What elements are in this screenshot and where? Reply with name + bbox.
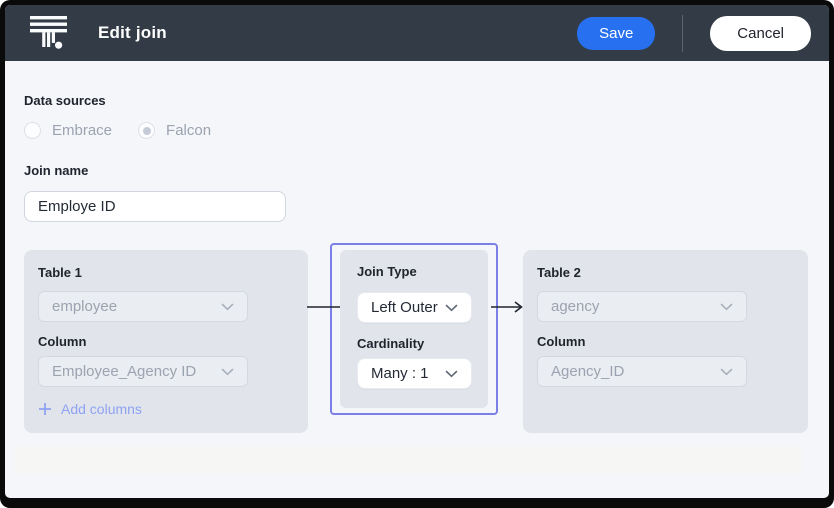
radio-selected-dot (142, 126, 151, 135)
table2-panel: Table 2 agency Column Agency_ID (523, 250, 808, 433)
save-button[interactable]: Save (577, 16, 656, 50)
join-type-value: Left Outer (371, 299, 438, 316)
add-columns-label: Add columns (61, 401, 142, 417)
join-connector-arrow (491, 301, 523, 313)
table1-select: employee (38, 291, 248, 322)
chevron-down-icon (445, 304, 458, 311)
cardinality-label: Cardinality (357, 336, 425, 351)
add-columns-link[interactable]: Add columns (38, 401, 142, 417)
chevron-down-icon (720, 303, 733, 310)
chevron-down-icon (221, 368, 234, 375)
table2-column-label: Column (537, 334, 586, 349)
join-name-input[interactable] (24, 191, 286, 222)
header-divider (682, 14, 684, 52)
header-bar: Edit join Save Cancel (5, 5, 829, 61)
plus-icon (39, 403, 51, 415)
cancel-button[interactable]: Cancel (710, 15, 811, 51)
data-sources-label: Data sources (24, 93, 106, 108)
thoughtspot-logo (30, 15, 67, 49)
cardinality-value: Many : 1 (371, 365, 429, 382)
table1-column-value: Employee_Agency ID (52, 363, 197, 380)
page-title: Edit join (98, 23, 167, 42)
radio-falcon: Falcon (138, 122, 211, 139)
chevron-down-icon (720, 368, 733, 375)
table2-column-select: Agency_ID (537, 356, 747, 387)
table2-select: agency (537, 291, 747, 322)
radio-embrace-circle (24, 122, 41, 139)
chevron-down-icon (445, 370, 458, 377)
table1-column-select: Employee_Agency ID (38, 356, 248, 387)
table1-title: Table 1 (38, 265, 82, 280)
table1-panel: Table 1 employee Column Employee_Agency … (24, 250, 308, 433)
join-config-panel: Join Type Left Outer Cardinality Many : … (340, 250, 488, 408)
join-name-label: Join name (24, 163, 89, 178)
radio-falcon-label: Falcon (166, 122, 212, 139)
radio-embrace: Embrace (24, 122, 112, 139)
join-config-highlight: Join Type Left Outer Cardinality Many : … (330, 243, 498, 415)
data-source-radios: Embrace Falcon (24, 122, 211, 139)
footer-band (15, 447, 801, 473)
join-type-label: Join Type (357, 264, 417, 279)
table2-column-value: Agency_ID (551, 363, 625, 380)
join-connector-left (307, 306, 340, 308)
table1-select-value: employee (52, 298, 118, 315)
edit-join-dialog: Edit join Save Cancel Data sources Embra… (5, 5, 829, 498)
chevron-down-icon (221, 303, 234, 310)
join-type-select[interactable]: Left Outer (357, 292, 472, 323)
table2-select-value: agency (551, 298, 600, 315)
table1-column-label: Column (38, 334, 87, 349)
radio-embrace-label: Embrace (52, 122, 113, 139)
table2-title: Table 2 (537, 265, 581, 280)
radio-falcon-circle (138, 122, 156, 139)
cardinality-select[interactable]: Many : 1 (357, 358, 472, 389)
